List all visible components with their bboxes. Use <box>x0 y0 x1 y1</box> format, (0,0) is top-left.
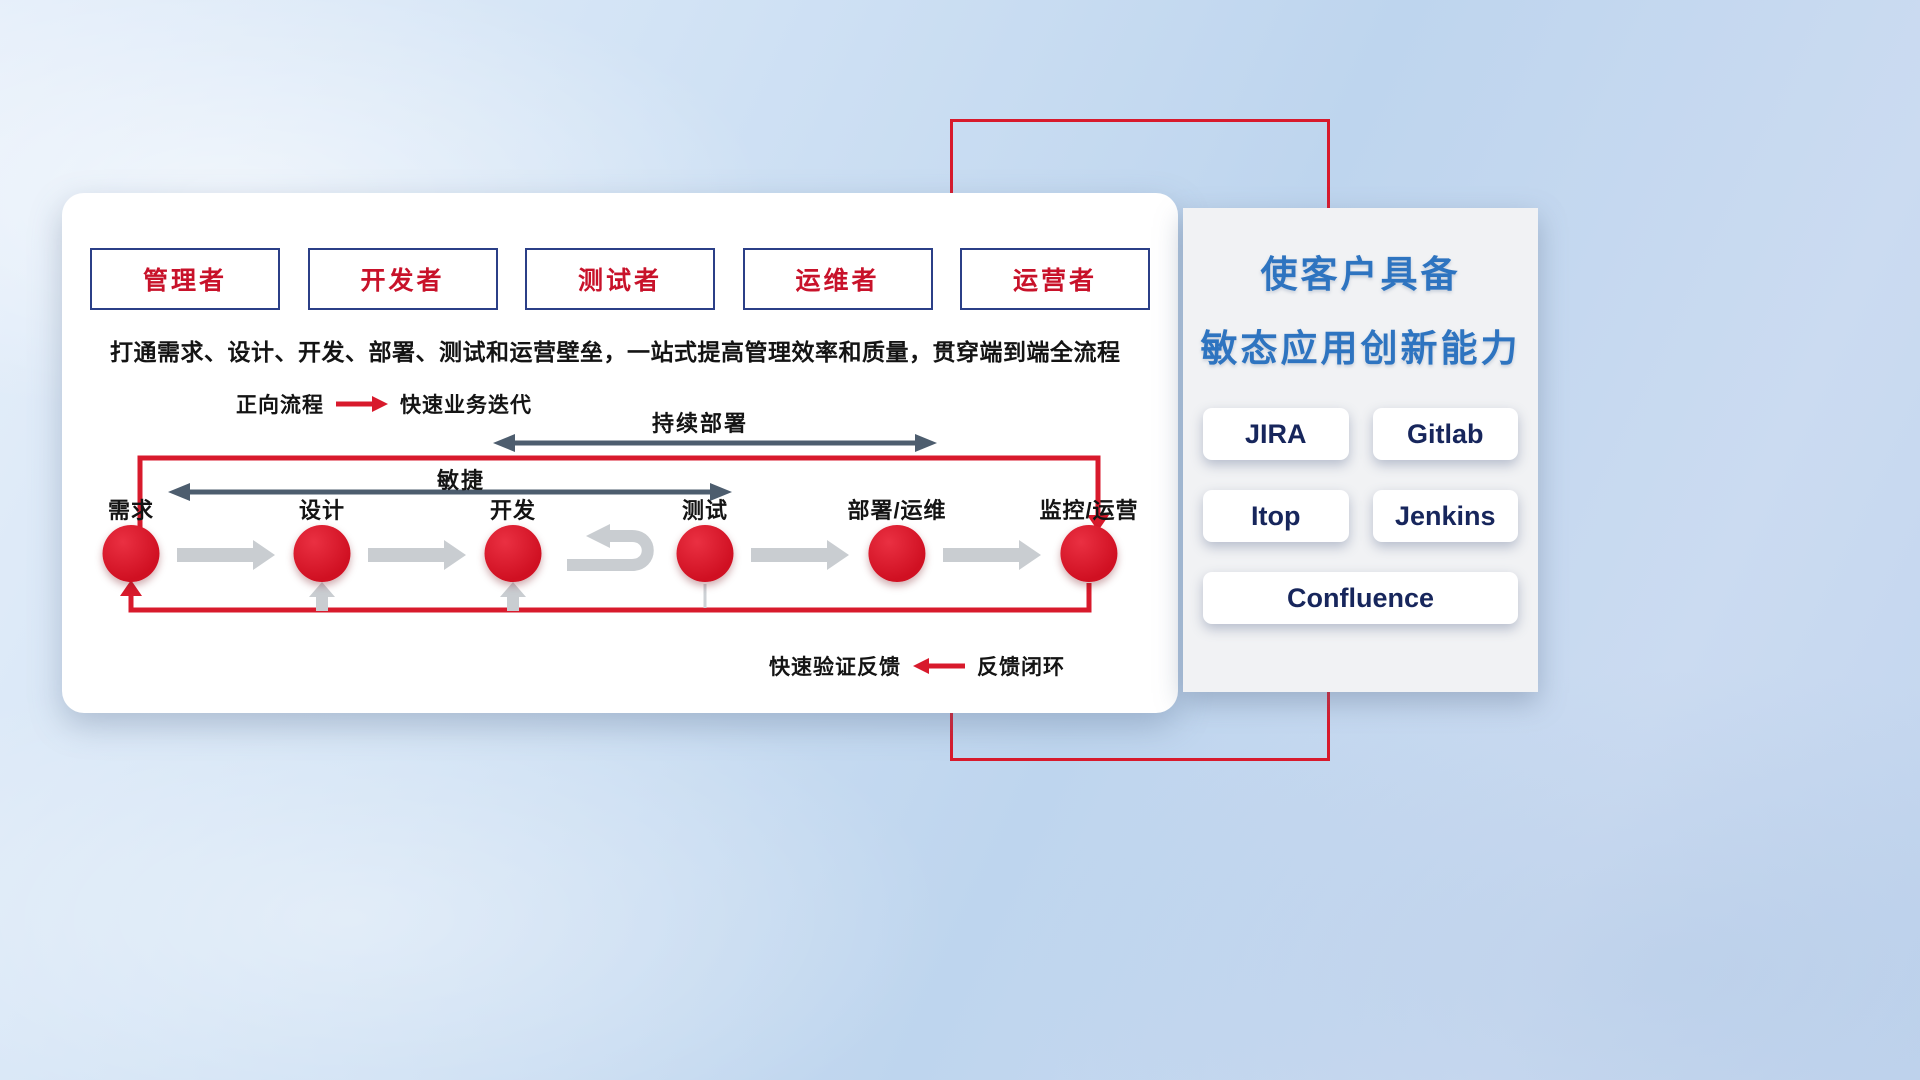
red-feedback-loop-line <box>128 583 1092 613</box>
side-panel-title: 使客户具备 敏态应用创新能力 <box>1183 238 1538 386</box>
tool-chip-jenkins: Jenkins <box>1372 490 1518 542</box>
stage-label: 开发 <box>489 498 536 523</box>
stage-label: 测试 <box>681 498 728 523</box>
stage-node-circle <box>102 525 160 582</box>
stage-label: 监控/运营 <box>1039 498 1139 523</box>
agile-left-arrowhead-icon <box>168 483 190 501</box>
capability-side-panel: 使客户具备 敏态应用创新能力 JIRA Gitlab Itop Jenkins … <box>1183 208 1538 692</box>
panel-description: 打通需求、设计、开发、部署、测试和运营壁垒，一站式提高管理效率和质量，贯穿端到端… <box>110 339 1121 365</box>
feedback-label: 反馈闭环 <box>977 656 1065 679</box>
gray-up-arrow-icon <box>309 582 335 611</box>
legend-forward-flow: 正向流程 快速业务迭代 <box>236 389 532 419</box>
gray-up-arrow-icon <box>500 582 526 611</box>
role-box-ops: 运维者 <box>742 248 933 310</box>
iteration-loop-icon <box>567 530 654 571</box>
flow-stage-design: 设计 <box>293 493 351 582</box>
role-box-tester: 测试者 <box>525 248 715 310</box>
role-box-developer: 开发者 <box>307 248 498 310</box>
flow-stage-monitor-operate: 监控/运营 <box>1039 493 1138 582</box>
tool-chip-confluence: Confluence <box>1203 572 1518 624</box>
flow-stage-requirements: 需求 <box>102 493 160 582</box>
stage-label: 部署/运维 <box>847 498 947 523</box>
tool-chip-itop: Itop <box>1203 490 1349 542</box>
gray-flow-arrow-icon <box>751 540 849 570</box>
role-label: 测试者 <box>577 267 662 295</box>
tool-chip-gitlab: Gitlab <box>1372 408 1518 460</box>
cd-right-arrowhead-icon <box>915 434 937 452</box>
legend-feedback-loop: 快速验证反馈 反馈闭环 <box>769 651 1065 681</box>
feedback-value: 快速验证反馈 <box>769 656 901 679</box>
role-label: 运维者 <box>795 267 880 295</box>
devops-flow-panel: 管理者 开发者 测试者 运维者 运营者 打通需求、设计、开发、部署、测试和运营壁… <box>62 193 1178 713</box>
iteration-loop-arrowhead-icon <box>586 524 610 548</box>
stage-node-circle <box>484 525 542 582</box>
flow-diagram-canvas <box>120 434 1109 613</box>
red-forward-loop-line <box>137 455 1101 533</box>
gray-flow-arrow-icon <box>368 540 466 570</box>
flow-stage-develop: 开发 <box>484 493 542 582</box>
role-label: 运营者 <box>1012 267 1097 295</box>
cd-left-arrowhead-icon <box>493 434 515 452</box>
feedback-arrow-icon <box>913 658 965 674</box>
gray-flow-arrow-icon <box>177 540 275 570</box>
role-label: 管理者 <box>142 267 227 295</box>
forward-flow-label: 正向流程 <box>236 394 324 417</box>
roles-row: 管理者 开发者 测试者 运维者 运营者 <box>90 248 1150 310</box>
stage-node-circle <box>868 525 926 582</box>
side-title-line2: 敏态应用创新能力 <box>1200 328 1521 369</box>
stage-node-circle <box>1060 525 1118 582</box>
flow-stage-test: 测试 <box>676 493 734 582</box>
tools-grid: JIRA Gitlab Itop Jenkins Confluence <box>1203 408 1518 624</box>
gray-flow-arrow-icon <box>943 540 1041 570</box>
stage-label: 设计 <box>298 498 345 523</box>
role-box-manager: 管理者 <box>90 248 280 310</box>
tool-chip-jira: JIRA <box>1203 408 1349 460</box>
stage-label: 需求 <box>107 498 154 523</box>
stage-node-circle <box>293 525 351 582</box>
continuous-deploy-label: 持续部署 <box>651 411 749 436</box>
agile-label: 敏捷 <box>436 468 486 493</box>
red-down-arrowhead-icon <box>1087 515 1109 531</box>
flow-stage-deploy-ops: 部署/运维 <box>847 493 946 582</box>
role-label: 开发者 <box>360 267 445 295</box>
stage-node-circle <box>676 525 734 582</box>
side-title-line1: 使客户具备 <box>1260 254 1461 295</box>
agile-right-arrowhead-icon <box>710 483 732 501</box>
forward-flow-value: 快速业务迭代 <box>400 394 532 417</box>
forward-arrow-icon <box>336 396 388 412</box>
red-up-arrowhead-icon <box>120 580 142 596</box>
role-box-operator: 运营者 <box>960 248 1150 310</box>
